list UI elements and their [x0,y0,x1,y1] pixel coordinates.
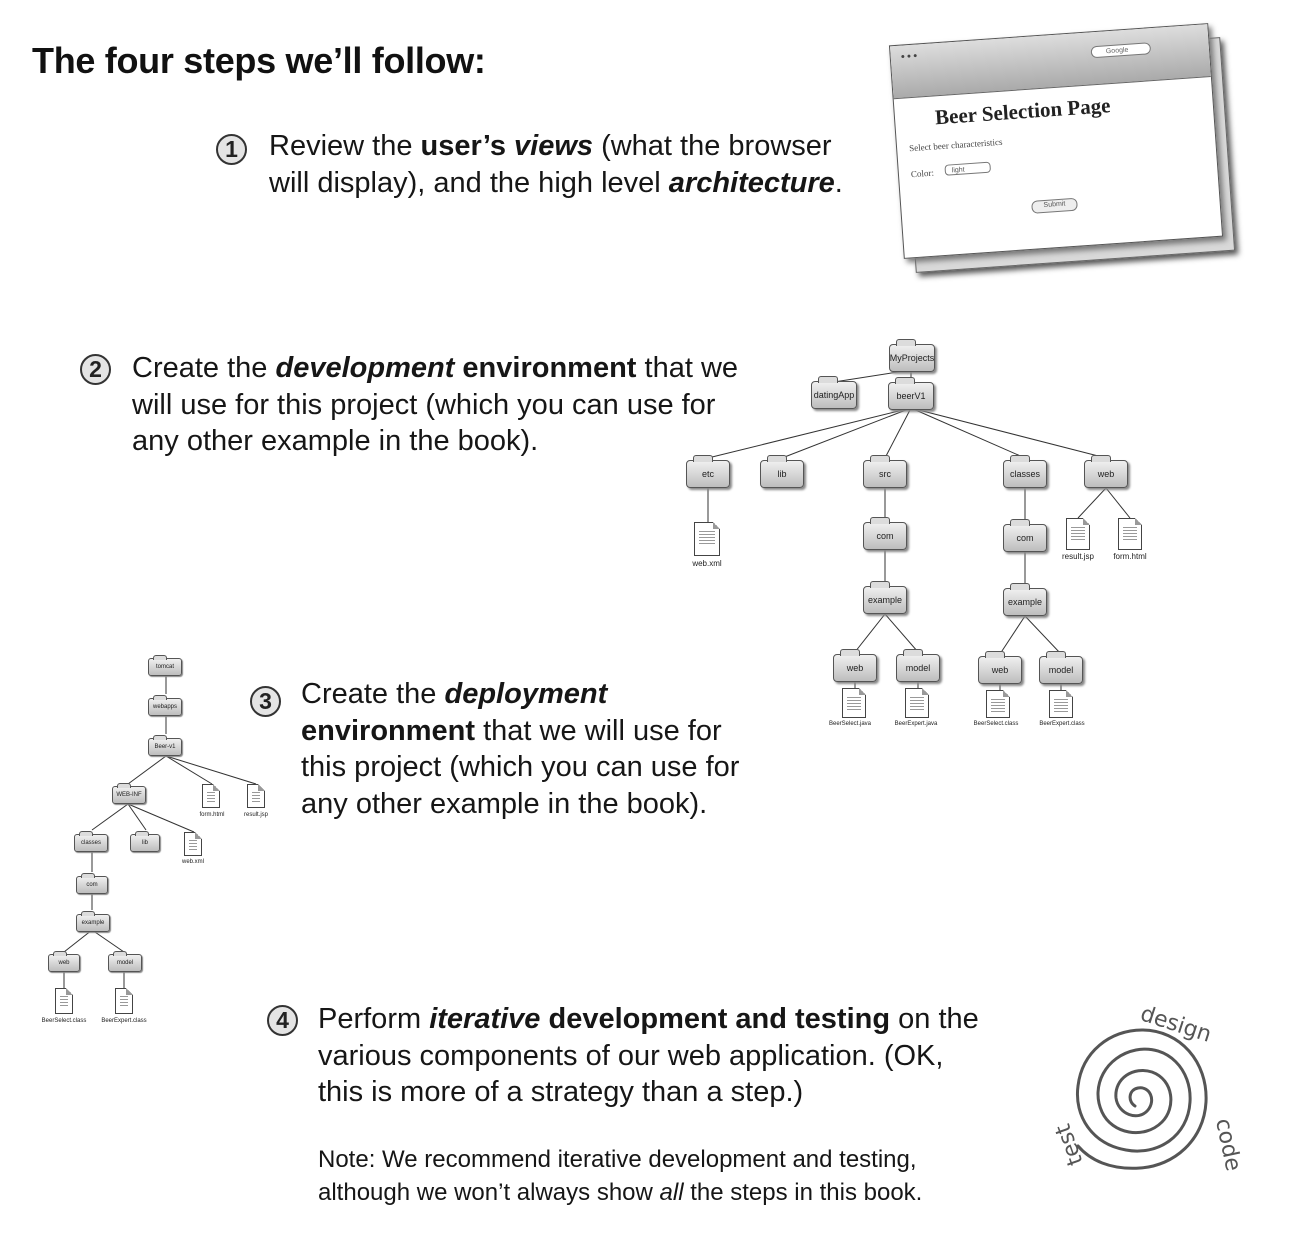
folder-src-com: com [863,517,907,550]
file-beerselect-class-icon [986,690,1010,718]
step-4-text: Perform iterative development and testin… [318,1003,979,1108]
deploy-file-resultjsp-icon [247,784,265,808]
folder-beerv1: beerV1 [888,377,934,410]
file-webxml-label: web.xml [692,559,722,568]
folder-deploy-example: example [76,911,110,932]
deploy-file-beerexpert-class-label: BeerExpert.class [101,1018,147,1024]
file-beerexpert-java-label: BeerExpert.java [894,721,938,727]
folder-deploy-web: web [48,951,80,972]
folder-classes-model: model [1039,651,1083,684]
file-resultjsp-icon [1066,518,1090,550]
folder-classes-com: com [1003,519,1047,552]
folder-myprojects: MyProjects [889,339,935,372]
folder-etc: etc [686,455,730,488]
file-beerselect-java-icon [842,688,866,718]
folder-lib: lib [760,455,804,488]
deploy-file-webxml-icon [184,832,202,856]
folder-src: src [863,455,907,488]
folder-deploy-lib: lib [130,831,160,852]
page-title: The four steps we’ll follow: [32,40,486,81]
deploy-file-beerselect-class-label: BeerSelect.class [41,1018,87,1024]
folder-tomcat: tomcat [148,655,182,676]
folder-classes-web: web [978,651,1022,684]
step-1-number: 1 [216,134,247,165]
design-code-test-spiral: design code test [1051,1001,1246,1173]
file-beerexpert-class-label: BeerExpert.class [1039,721,1085,727]
deploy-file-formhtml-icon [202,784,220,808]
folder-deploy-com: com [76,873,108,894]
deploy-file-formhtml-label: form.html [199,812,225,818]
step-1-text: Review the user’s views (what the browse… [269,130,843,199]
folder-web-inf: WEB-INF [112,783,146,804]
folder-classes-example: example [1003,583,1047,616]
step-2-text: Create the development environment that … [132,352,739,457]
folder-web: web [1084,455,1128,488]
file-beerselect-java-label: BeerSelect.java [828,721,872,727]
step-2-number: 2 [80,354,111,385]
step-3-number: 3 [250,686,281,717]
folder-datingapp: datingApp [811,376,857,409]
spiral-label-test: test [1051,1120,1089,1169]
folder-deploy-model: model [108,951,142,972]
deploy-file-beerexpert-class-icon [115,988,133,1014]
deploy-file-resultjsp-label: result.jsp [243,812,269,818]
folder-src-example: example [863,581,907,614]
file-formhtml-label: form.html [1113,552,1147,561]
file-beerselect-class-label: BeerSelect.class [973,721,1019,727]
file-resultjsp-label: result.jsp [1061,552,1095,561]
folder-src-model: model [896,649,940,682]
folder-webapps: webapps [148,695,182,716]
deploy-file-beerselect-class-icon [55,988,73,1014]
spiral-label-code: code [1210,1116,1245,1173]
file-formhtml-icon [1118,518,1142,550]
step-3-text: Create the deployment environment that w… [301,678,740,820]
file-beerexpert-java-icon [905,688,929,718]
folder-src-web: web [833,649,877,682]
deploy-file-webxml-label: web.xml [181,859,205,865]
file-beerexpert-class-icon [1049,690,1073,718]
note-text: Note: We recommend iterative development… [318,1146,923,1206]
folder-beer-v1: Beer-v1 [148,735,182,756]
file-webxml-icon [694,522,720,556]
folder-classes: classes [1003,455,1047,488]
folder-deploy-classes: classes [74,831,108,852]
step-4-number: 4 [267,1005,298,1036]
